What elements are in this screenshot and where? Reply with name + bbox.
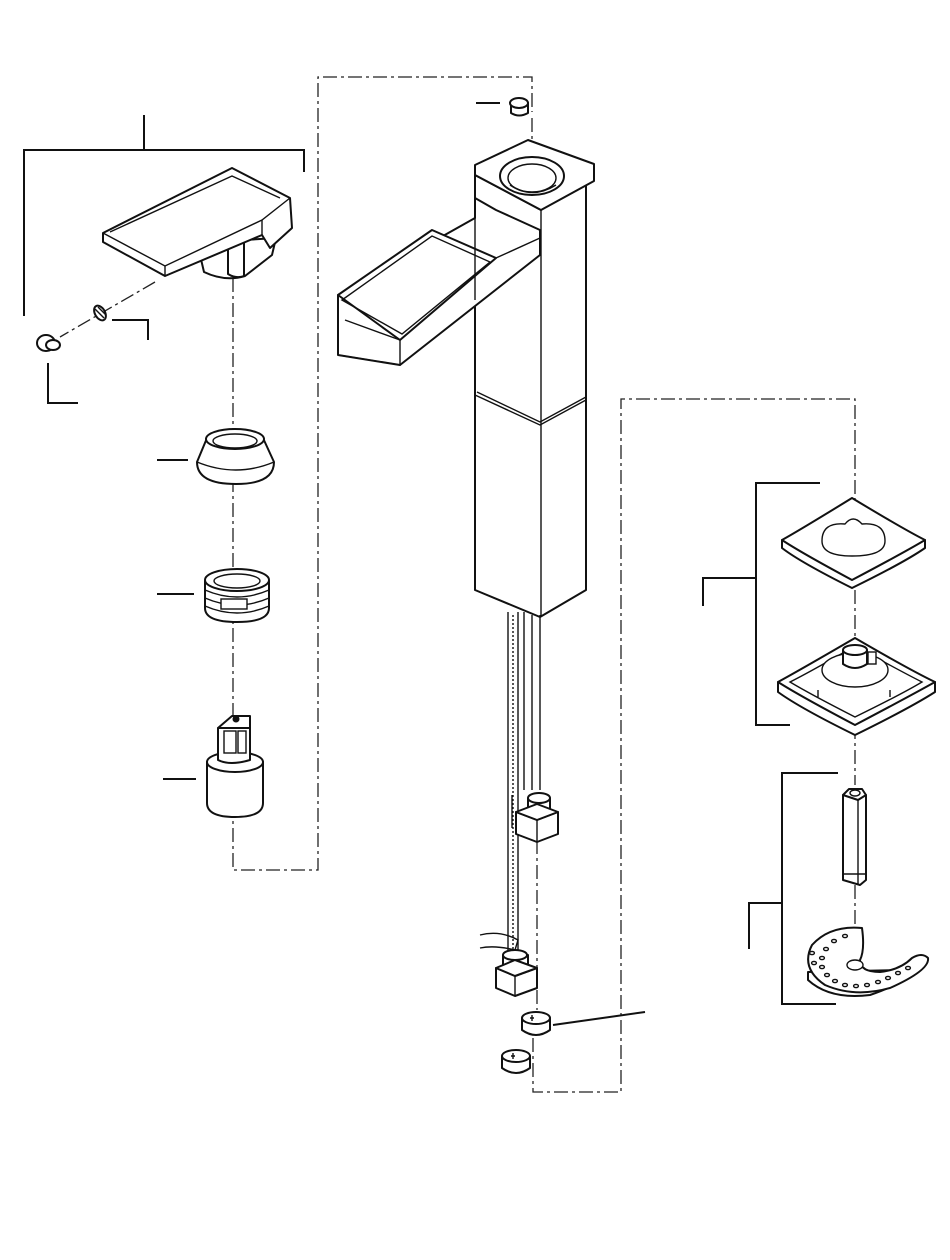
- cap: [197, 429, 274, 484]
- horseshoe-washer: [808, 928, 928, 996]
- mounting-stud: [843, 789, 866, 885]
- handle: [103, 168, 292, 278]
- bonnet-nut: [205, 569, 269, 622]
- base-plate: [782, 498, 925, 588]
- supply-hoses: [480, 612, 540, 960]
- gasket: [778, 638, 935, 735]
- hose-connector-left: [496, 950, 537, 996]
- supply-line-cap: [502, 1012, 550, 1073]
- spout-body: [338, 140, 594, 617]
- aerator-cap: [510, 98, 528, 116]
- button-plug: [37, 335, 60, 351]
- hose-connector-right: [512, 793, 558, 842]
- set-screw: [92, 304, 109, 323]
- cartridge: [207, 716, 263, 817]
